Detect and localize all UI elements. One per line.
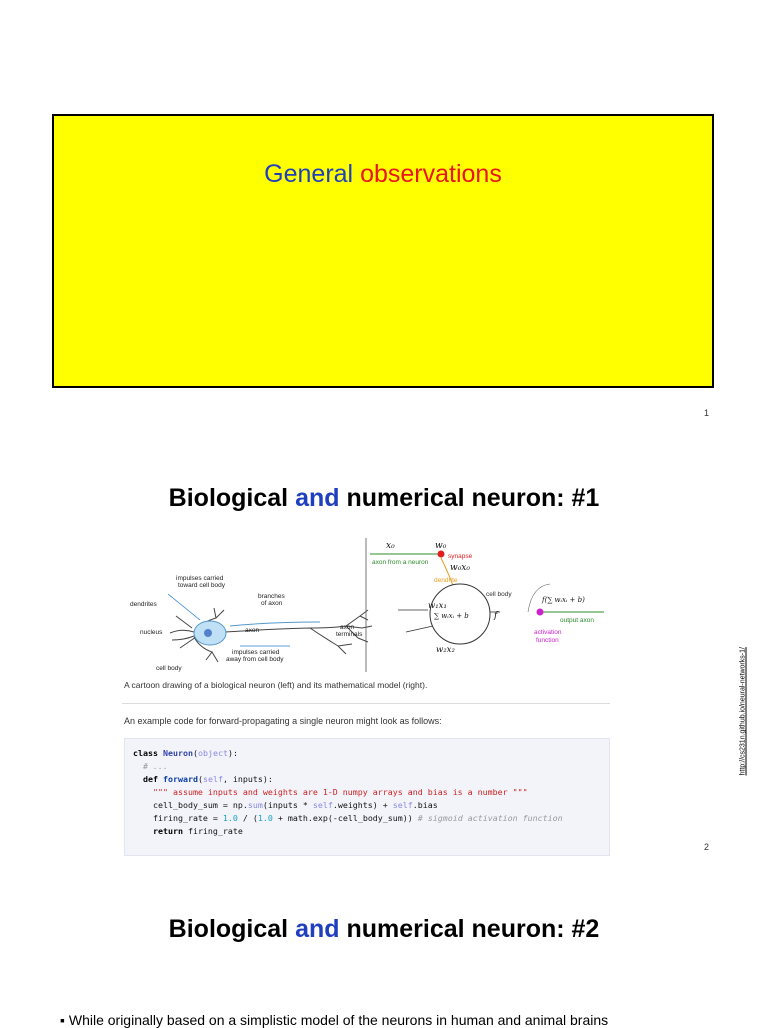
code-line-6: firing_rate = 1.0 / (1.0 + math.exp(-cel…	[133, 813, 563, 823]
label-axon-from-neuron: axon from a neuron	[372, 559, 429, 566]
code-line-7: return firing_rate	[133, 826, 243, 836]
label-cell-body: cell body	[156, 665, 182, 672]
heading-and: and	[295, 484, 340, 512]
label-branches-1: branches	[258, 593, 285, 600]
code-line-2: # ...	[133, 761, 168, 771]
label-function: function	[536, 637, 559, 644]
code-line-1: class Neuron(object):	[133, 748, 238, 758]
label-axon: axon	[245, 627, 259, 634]
heading-and: and	[295, 915, 340, 943]
figure-caption: A cartoon drawing of a biological neuron…	[124, 680, 428, 690]
label-impulses-away-1: impulses carried	[232, 649, 280, 656]
heading-part: Biological	[168, 915, 296, 943]
label-f-output: f(∑ wᵢxᵢ + b)	[541, 596, 585, 604]
code-line-3: def forward(self, inputs):	[133, 774, 273, 784]
page-number-2: 2	[704, 842, 710, 852]
label-impulses-toward-1: impulses carried	[176, 575, 224, 582]
slide3-heading: Biological and numerical neuron: #2	[0, 915, 768, 944]
label-impulses-away-2: away from cell body	[226, 656, 284, 663]
label-w1x1: w₁x₁	[428, 601, 447, 611]
code-intro-text: An example code for forward-propagating …	[124, 716, 442, 726]
figure-divider-line	[122, 703, 610, 704]
page-number-1: 1	[704, 408, 710, 418]
label-dendrite: dendrite	[434, 577, 458, 584]
label-f: f	[493, 611, 499, 621]
label-w2x2: w₂x₂	[436, 645, 455, 655]
source-url-link[interactable]: http://cs231n.github.io/neural-networks-…	[733, 620, 747, 780]
title-word-observations: observations	[360, 160, 502, 188]
bullet-text: ▪ While originally based on a simplistic…	[60, 1012, 609, 1028]
arrow-toward-body	[167, 593, 201, 621]
label-math-cell-body: cell body	[486, 591, 512, 598]
math-neuron-model	[370, 550, 604, 645]
title-word-general: General	[264, 160, 354, 188]
label-w0x0: w₀x₀	[450, 563, 470, 573]
axon-highlight	[229, 621, 321, 627]
heading-part: numerical neuron: #2	[339, 915, 600, 943]
label-axon-terminals-2: terminals	[336, 631, 363, 638]
label-synapse: synapse	[448, 553, 473, 560]
label-x0: x₀	[386, 541, 395, 551]
code-line-5: cell_body_sum = np.sum(inputs * self.wei…	[133, 800, 438, 810]
source-url-text[interactable]: http://cs231n.github.io/neural-networks-…	[739, 647, 747, 776]
heading-part: Biological	[168, 484, 296, 512]
slide-title: General observations	[54, 160, 712, 189]
label-dendrites: dendrites	[130, 601, 157, 608]
label-w0: w₀	[435, 541, 447, 551]
label-nucleus: nucleus	[140, 629, 163, 636]
slide2-heading: Biological and numerical neuron: #1	[0, 484, 768, 513]
code-block: class Neuron(object): # ... def forward(…	[124, 738, 610, 856]
nucleus-shape	[204, 629, 212, 637]
label-output-axon: output axon	[560, 617, 594, 624]
title-slide-box: General observations	[52, 114, 714, 388]
label-impulses-toward-2: toward cell body	[178, 582, 226, 589]
label-axon-terminals-1: axon	[340, 624, 354, 631]
label-weighted-sum: ∑ wᵢxᵢ + b	[434, 612, 469, 620]
heading-part: numerical neuron: #1	[339, 484, 600, 512]
label-branches-2: of axon	[261, 600, 283, 607]
neuron-figure: impulses carried toward cell body branch…	[130, 538, 604, 672]
code-line-4: """ assume inputs and weights are 1-D nu…	[133, 787, 528, 797]
label-activation: activation	[534, 629, 562, 636]
